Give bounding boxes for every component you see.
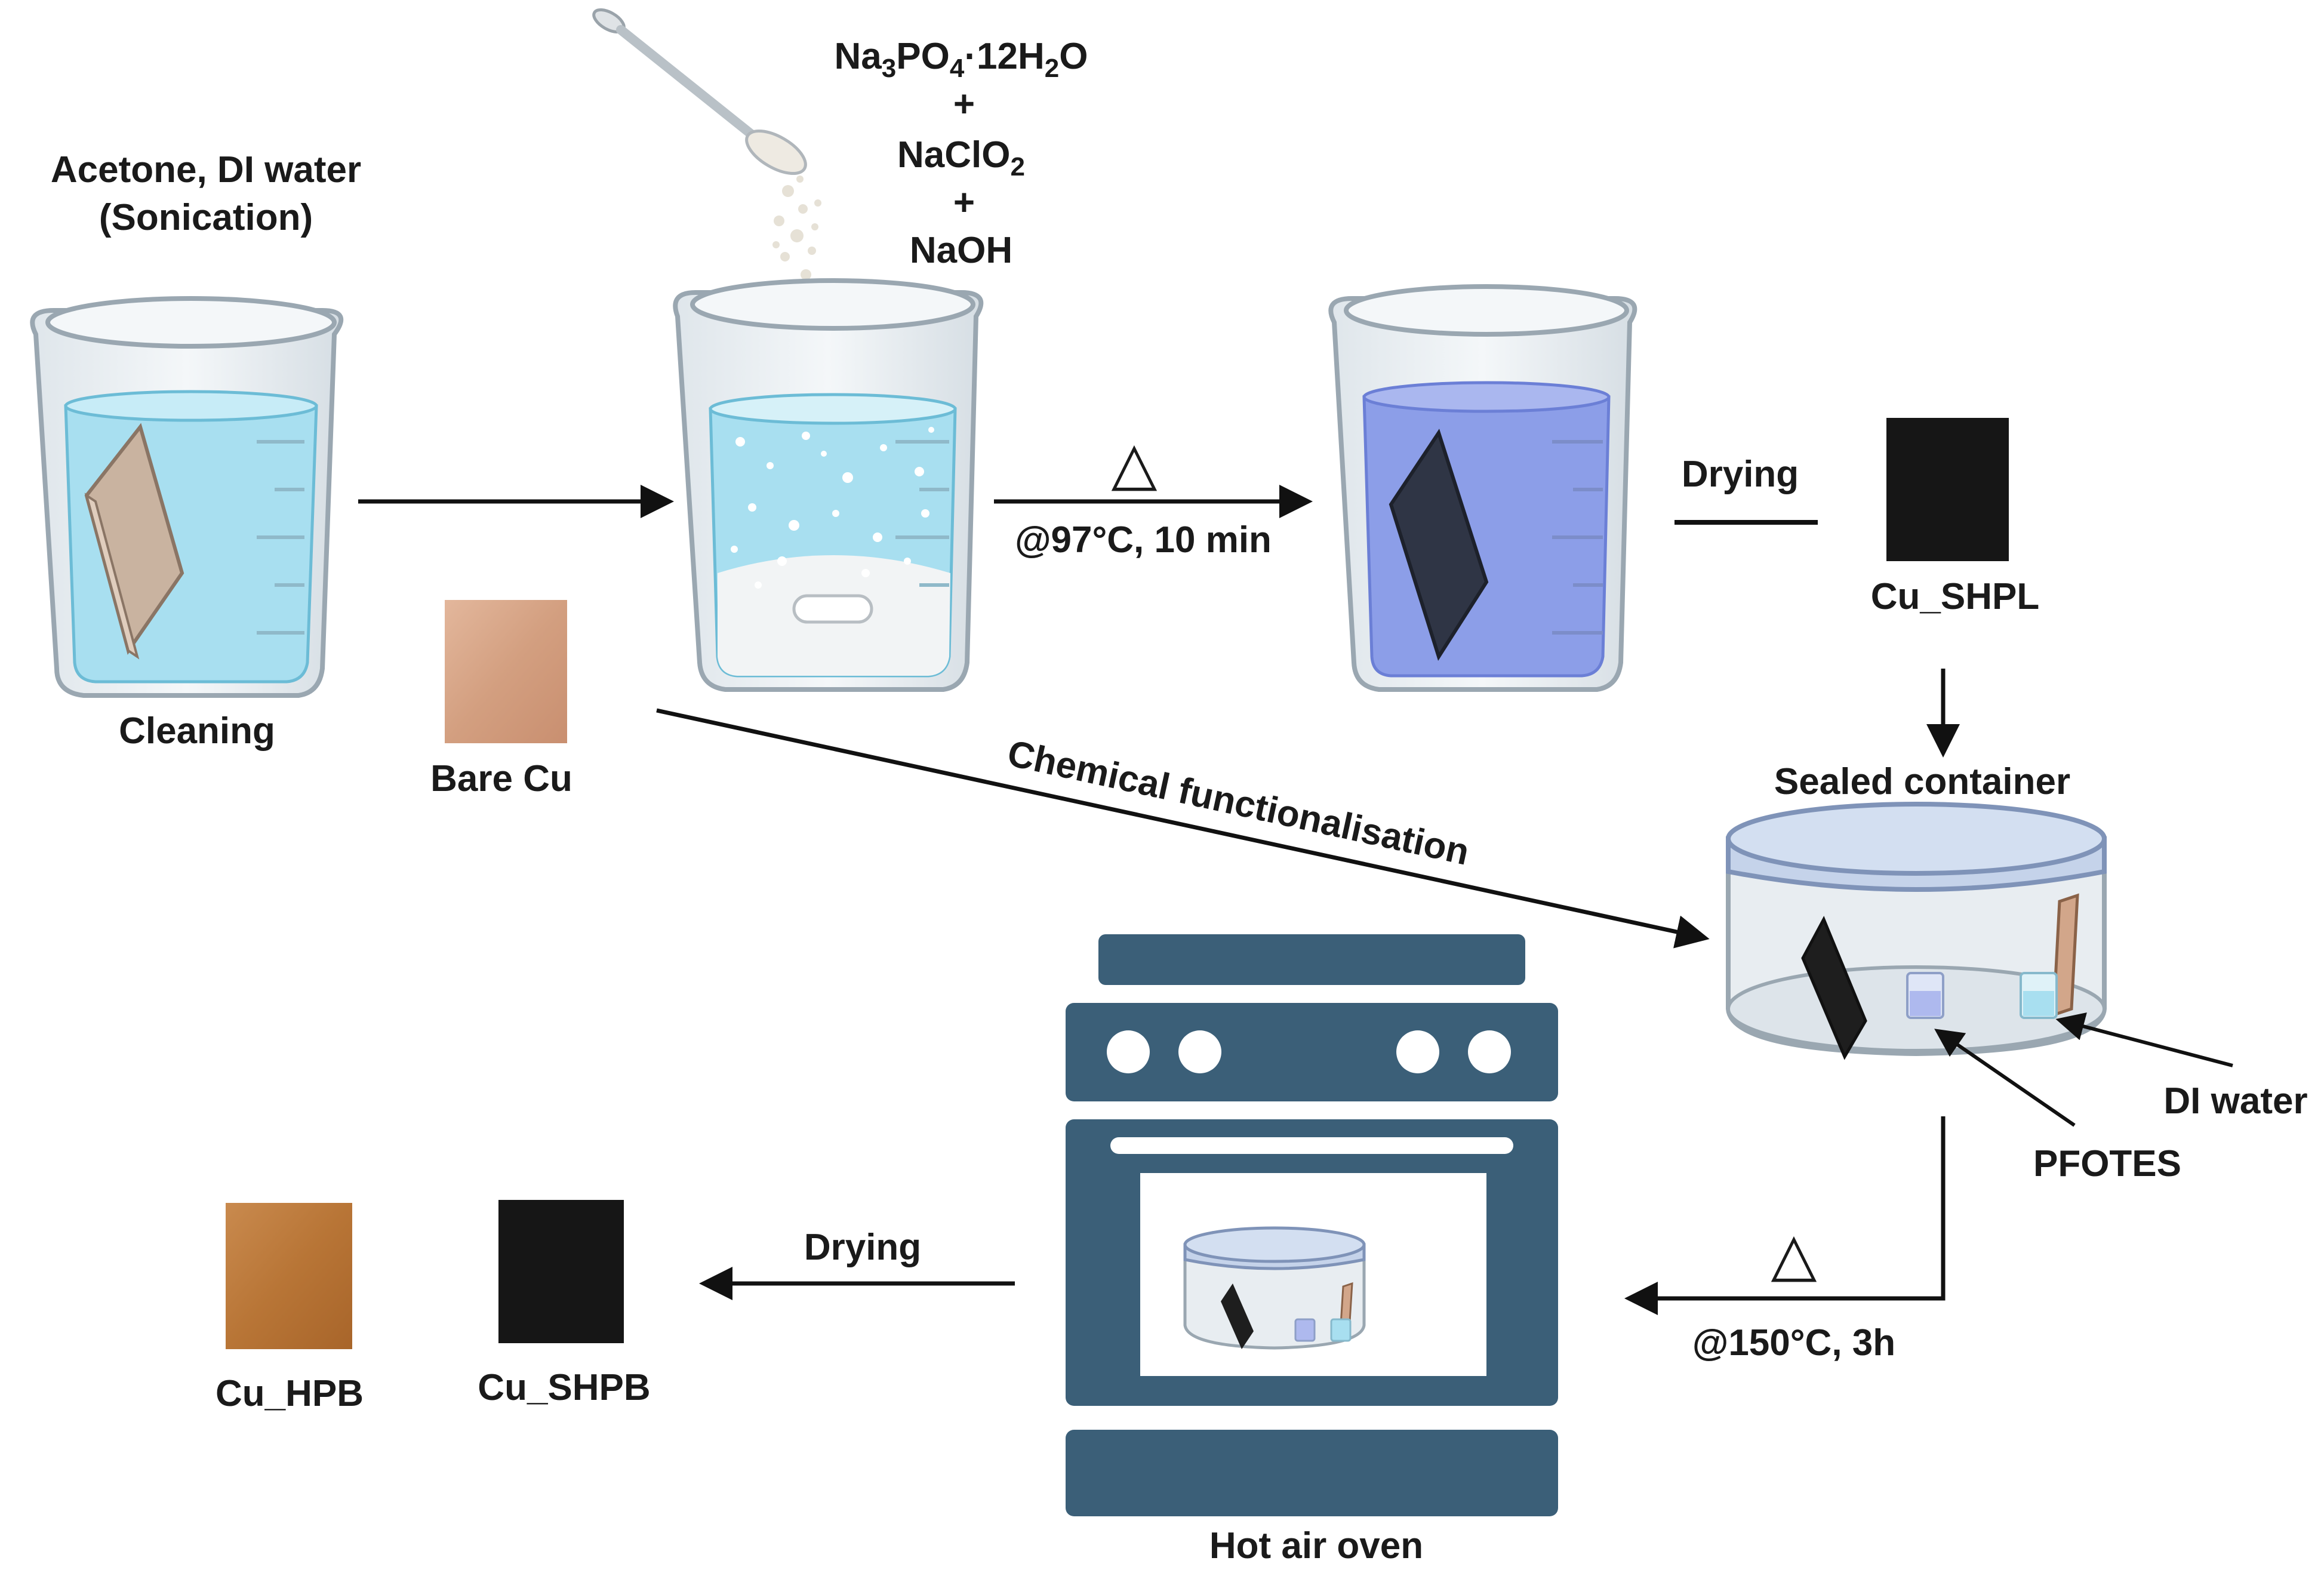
sealed-container	[1726, 802, 2107, 1060]
reagent-plus-1: +	[953, 84, 975, 125]
cleaning-label: Cleaning	[119, 710, 275, 752]
pfotes-label: PFOTES	[2033, 1143, 2181, 1184]
heat-condition-2: @150°C, 3h	[1692, 1322, 1895, 1363]
heat-symbol-2: △	[1771, 1221, 1817, 1288]
pfotes-pointer	[1934, 1029, 2076, 1127]
arrow-container-to-oven	[1624, 1116, 1946, 1315]
reaction-beaker	[673, 278, 984, 692]
hot-air-oven	[1066, 934, 1558, 1516]
cu-shpl-label: Cu_SHPL	[1871, 576, 2039, 617]
pfotes-vial	[1906, 972, 1944, 1019]
cu-hpb-sample	[226, 1203, 352, 1349]
heat-symbol-1: △	[1112, 430, 1158, 497]
sealed-container-label: Sealed container	[1774, 761, 2070, 802]
cleaning-beaker	[30, 296, 344, 698]
reagent-sodium-hydroxide-label: NaOH	[910, 230, 1012, 271]
cu-shpb-label: Cu_SHPB	[478, 1367, 650, 1408]
powder-icon	[772, 176, 821, 291]
drying-label-1: Drying	[1682, 454, 1799, 495]
cu-hpb-label: Cu_HPB	[216, 1373, 364, 1414]
spatula-icon	[592, 8, 807, 176]
bare-cu-label: Bare Cu	[430, 758, 572, 799]
cu-shpb-sample	[498, 1200, 624, 1343]
reagent-sodium-chlorite-label: NaClO2	[897, 134, 1025, 181]
cleaning-solvent-label: Acetone, DI water	[51, 149, 361, 190]
arrow-functionalisation	[656, 708, 1710, 949]
reagent-sodium-phosphate-label: Na3PO4·12H2O	[835, 36, 1088, 83]
di-water-vial	[2020, 972, 2058, 1019]
di-water-pointer	[2055, 1012, 2233, 1067]
bare-cu-sample	[445, 600, 567, 743]
oxidation-beaker	[1328, 284, 1637, 692]
container-in-oven	[1183, 1226, 1366, 1350]
heat-condition-1: @97°C, 10 min	[1015, 519, 1272, 561]
cu-shpl-sample	[1886, 418, 2009, 561]
cleaning-sonication-label: (Sonication)	[99, 197, 313, 238]
oven-label: Hot air oven	[1209, 1525, 1423, 1566]
drying-label-2: Drying	[804, 1227, 921, 1268]
reagent-plus-2: +	[953, 182, 975, 223]
di-water-label: DI water	[2163, 1081, 2307, 1122]
